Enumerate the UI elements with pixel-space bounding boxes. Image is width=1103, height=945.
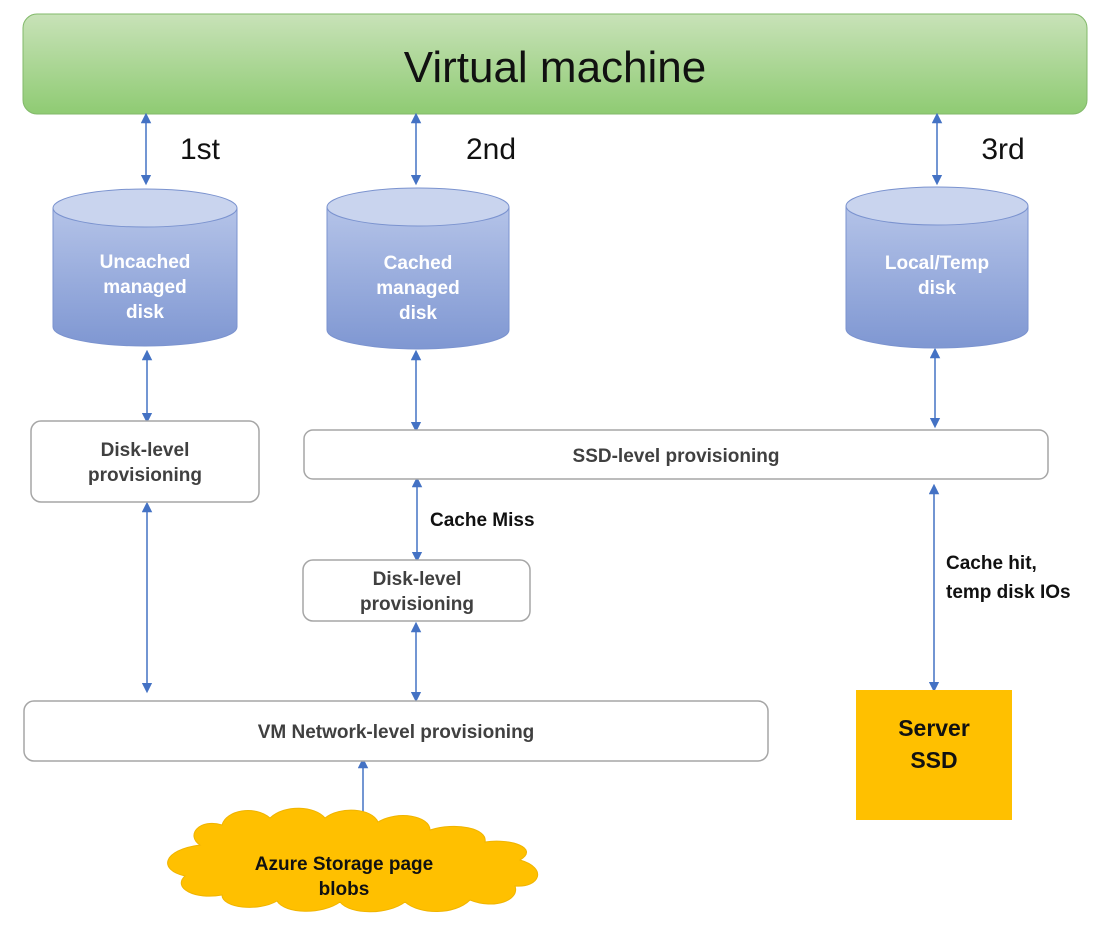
- cached-disk-line-1: Cached: [384, 253, 453, 274]
- ssd-level-label: SSD-level provisioning: [573, 446, 780, 467]
- ssd-level-provisioning: SSD-level provisioning: [303, 429, 1049, 480]
- azure-storage-line-2: blobs: [319, 879, 370, 900]
- azure-storage-line-1: Azure Storage page: [255, 854, 433, 875]
- disk-level-left-line-1: Disk-level: [101, 440, 190, 461]
- disk-level-mid-line-2: provisioning: [360, 594, 474, 615]
- server-ssd: Server SSD: [856, 690, 1012, 820]
- vm-network-label: VM Network-level provisioning: [258, 722, 535, 743]
- disk-level-provisioning-left: Disk-level provisioning: [30, 420, 260, 503]
- server-ssd-line-2: SSD: [910, 747, 957, 773]
- uncached-disk-line-1: Uncached: [100, 252, 191, 273]
- cache-hit-line-1: Cache hit,: [946, 553, 1037, 574]
- local-temp-disk: Local/Temp disk: [845, 186, 1029, 349]
- order-label-third: 3rd: [981, 133, 1024, 166]
- vm-network-level-provisioning: VM Network-level provisioning: [23, 700, 769, 762]
- virtual-machine-bar: Virtual machine: [22, 13, 1088, 115]
- server-ssd-line-1: Server: [898, 715, 970, 741]
- uncached-disk-line-3: disk: [126, 302, 164, 323]
- local-disk-line-1: Local/Temp: [885, 253, 989, 274]
- cached-managed-disk: Cached managed disk: [326, 187, 510, 350]
- connector-arrows: [140, 112, 943, 824]
- local-disk-line-2: disk: [918, 278, 956, 299]
- uncached-disk-line-2: managed: [103, 277, 186, 298]
- disk-level-mid-line-1: Disk-level: [373, 569, 462, 590]
- order-label-first: 1st: [180, 133, 221, 166]
- disk-level-provisioning-mid: Disk-level provisioning: [302, 559, 531, 622]
- cache-miss-label: Cache Miss: [430, 510, 535, 531]
- cache-hit-line-2: temp disk IOs: [946, 582, 1071, 603]
- order-label-second: 2nd: [466, 133, 516, 166]
- virtual-machine-label: Virtual machine: [404, 43, 706, 92]
- disk-level-left-line-2: provisioning: [88, 465, 202, 486]
- cached-disk-line-2: managed: [376, 278, 459, 299]
- uncached-managed-disk: Uncached managed disk: [52, 188, 238, 347]
- cached-disk-line-3: disk: [399, 303, 437, 324]
- azure-storage-cloud: Azure Storage page blobs: [167, 807, 539, 913]
